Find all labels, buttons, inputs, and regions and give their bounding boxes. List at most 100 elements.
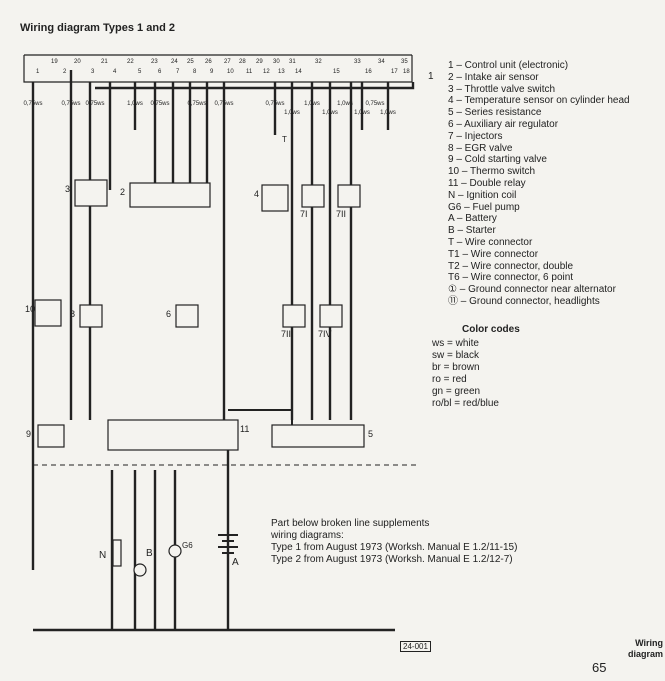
legend: 1 – Control unit (electronic)2 – Intake …	[448, 60, 630, 308]
note-line: Type 1 from August 1973 (Worksh. Manual …	[271, 542, 518, 553]
wire-label: 1,0ws	[354, 110, 370, 116]
page-number: 65	[592, 660, 607, 675]
component-label: 7I	[300, 209, 308, 219]
component-c7b	[337, 184, 361, 208]
pin-label: 10	[227, 69, 234, 75]
wire-label: 1,0ws	[337, 101, 353, 107]
pin-label: 7	[176, 69, 180, 75]
color-codes-title: Color codes	[462, 324, 520, 335]
wire-label: 0,75ws	[187, 101, 206, 107]
pin-label: 3	[91, 69, 95, 75]
pin-label: 22	[127, 59, 134, 65]
legend-item: N – Ignition coil	[448, 189, 517, 201]
legend-item: 9 – Cold starting valve	[448, 154, 547, 166]
wire-18	[95, 82, 415, 90]
pin-label: 28	[239, 59, 246, 65]
wire-label: 1,0ws	[380, 110, 396, 116]
color-code-item: ro/bl = red/blue	[432, 398, 499, 409]
starter-label: B	[146, 548, 153, 559]
legend-item: 8 – EGR valve	[448, 142, 513, 154]
color-code-item: gn = green	[432, 386, 481, 397]
component-c8	[79, 304, 103, 328]
component-c7c	[282, 304, 306, 328]
wire-label: 1,0ws	[284, 110, 300, 116]
pin-label: 14	[295, 69, 302, 75]
pin-label: 19	[51, 59, 58, 65]
legend-item: 5 – Series resistance	[448, 107, 542, 119]
figure-reference: 24-001	[400, 641, 431, 652]
component-c10	[34, 299, 62, 327]
wire-label: 1,0ws	[322, 110, 338, 116]
pin-label: 25	[187, 59, 194, 65]
pin-label: 27	[224, 59, 231, 65]
pin-label: 2	[63, 69, 67, 75]
component-label: 8	[70, 309, 75, 319]
legend-item: ⑪ – Ground connector, headlights	[448, 295, 600, 307]
legend-item: 3 – Throttle valve switch	[448, 83, 556, 95]
pin-label: 20	[74, 59, 81, 65]
wire-label: 0,75ws	[265, 101, 284, 107]
pin-label: 21	[101, 59, 108, 65]
fuel-pump-label: G6	[182, 541, 193, 550]
component-c4	[261, 184, 289, 212]
legend-item: T2 – Wire connector, double	[448, 260, 574, 272]
color-code-item: ro = red	[432, 374, 467, 385]
legend-item: 11 – Double relay	[448, 177, 526, 189]
pin-label: 6	[158, 69, 162, 75]
pin-label: 24	[171, 59, 178, 65]
pin-label: 11	[246, 69, 253, 75]
note-line: Type 2 from August 1973 (Worksh. Manual …	[271, 554, 513, 565]
component-c7a	[301, 184, 325, 208]
wire-label: 1,0ws	[127, 101, 143, 107]
starter	[133, 563, 147, 577]
component-label: 10	[25, 304, 35, 314]
corner-line: Wiring	[635, 638, 664, 648]
note-line: wiring diagrams:	[271, 530, 344, 541]
legend-item: 2 – Intake air sensor	[448, 71, 539, 83]
legend-item: 7 – Injectors	[448, 130, 503, 142]
pin-label: 33	[354, 59, 361, 65]
color-code-item: sw = black	[432, 350, 479, 361]
color-code-item: ws = white	[432, 338, 479, 349]
wire-label: 0,75ws	[23, 101, 42, 107]
connector-label: T	[282, 135, 287, 144]
pin-label: 5	[138, 69, 142, 75]
pin-label: 34	[378, 59, 385, 65]
pin-label: 12	[263, 69, 270, 75]
pin-label: 23	[151, 59, 158, 65]
component-c7d	[319, 304, 343, 328]
pin-label: 26	[205, 59, 212, 65]
pin-label: 18	[403, 69, 410, 75]
component-label: 2	[120, 187, 125, 197]
component-c11	[107, 419, 239, 451]
component-label: 5	[368, 429, 373, 439]
pin-label: 16	[365, 69, 372, 75]
component-label: 4	[254, 189, 259, 199]
fuel-pump	[168, 544, 182, 558]
component-c5	[271, 424, 365, 448]
component-label: 7II	[336, 209, 346, 219]
component-c3	[74, 179, 108, 207]
legend-item: B – Starter	[448, 225, 496, 237]
color-code-item: br = brown	[432, 362, 480, 373]
component-label: 11	[240, 424, 249, 434]
corner-line: diagram	[628, 649, 664, 659]
legend-item: A – Battery	[448, 213, 497, 225]
component-label: 7IV	[318, 329, 332, 339]
legend-item: T1 – Wire connector	[448, 248, 539, 260]
pin-label: 4	[113, 69, 117, 75]
pin-label: 30	[273, 59, 280, 65]
legend-item: 10 – Thermo switch	[448, 166, 536, 178]
component-label: 3	[65, 184, 70, 194]
battery-label: A	[232, 557, 239, 568]
pin-label: 35	[401, 59, 408, 65]
component-label: 6	[166, 309, 171, 319]
pin-label: 29	[256, 59, 263, 65]
legend-item: T6 – Wire connector, 6 point	[448, 272, 574, 284]
component-c9	[37, 424, 65, 448]
component-label: 7III	[281, 329, 294, 339]
pin-label: 8	[193, 69, 197, 75]
ignition-coil	[112, 539, 122, 567]
